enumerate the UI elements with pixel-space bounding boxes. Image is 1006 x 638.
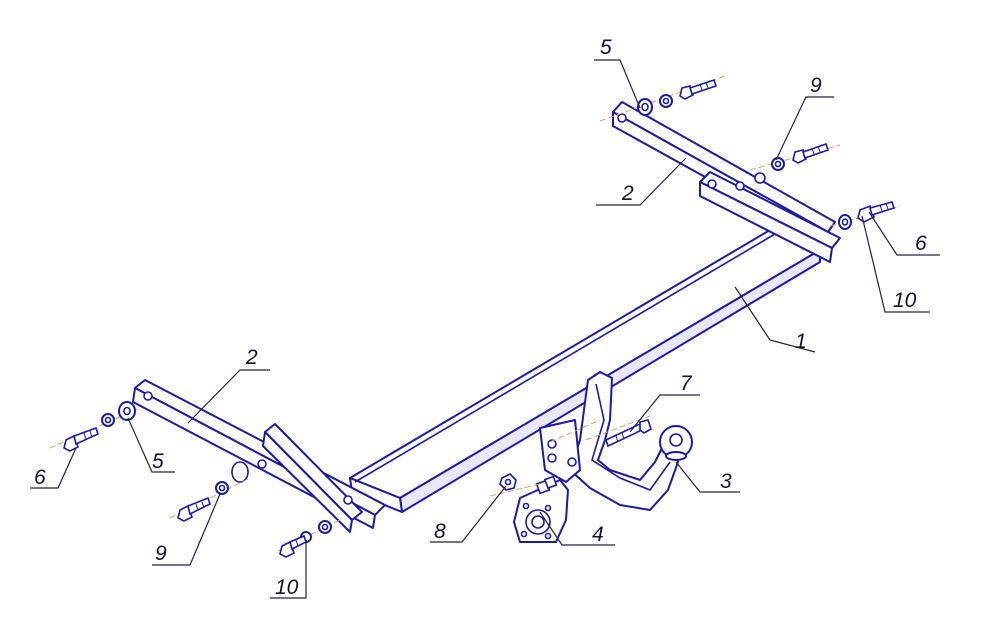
socket-plate (513, 475, 569, 543)
callout-5-right: 5 (600, 36, 612, 59)
callout-6-right: 6 (915, 232, 927, 255)
callout-1: 1 (795, 330, 807, 353)
leader-lines (30, 59, 940, 599)
hitch-bolt (605, 419, 652, 448)
callout-2-right: 2 (621, 182, 634, 205)
callout-7: 7 (680, 372, 693, 395)
callout-9-right: 9 (810, 74, 822, 97)
tow-ball-arm (569, 371, 693, 511)
callout-8: 8 (434, 520, 446, 543)
side-bracket-left (132, 379, 386, 533)
callout-10-right: 10 (893, 289, 917, 312)
callout-labels: 1 2 2 3 4 5 5 6 6 7 8 9 9 10 10 (34, 36, 927, 599)
callout-2-left: 2 (245, 346, 258, 369)
callout-5-left: 5 (152, 450, 164, 473)
fastener-set-right-lower (838, 201, 896, 230)
callout-10-left: 10 (275, 576, 299, 599)
callout-6-left: 6 (34, 466, 46, 489)
side-bracket-right (612, 101, 841, 263)
fastener-set-right-middle (771, 142, 830, 171)
fastener-set-left-top (63, 401, 136, 452)
callout-4: 4 (592, 523, 604, 546)
center-mount-bracket (539, 419, 581, 483)
fastener-set-left-middle (177, 481, 229, 522)
fastener-set-right-top (637, 78, 718, 116)
center-lines (49, 75, 901, 552)
callout-9-left: 9 (155, 542, 167, 565)
hitch-nut (499, 473, 517, 491)
fastener-set-left-lower (279, 520, 332, 558)
callout-3: 3 (720, 470, 732, 493)
